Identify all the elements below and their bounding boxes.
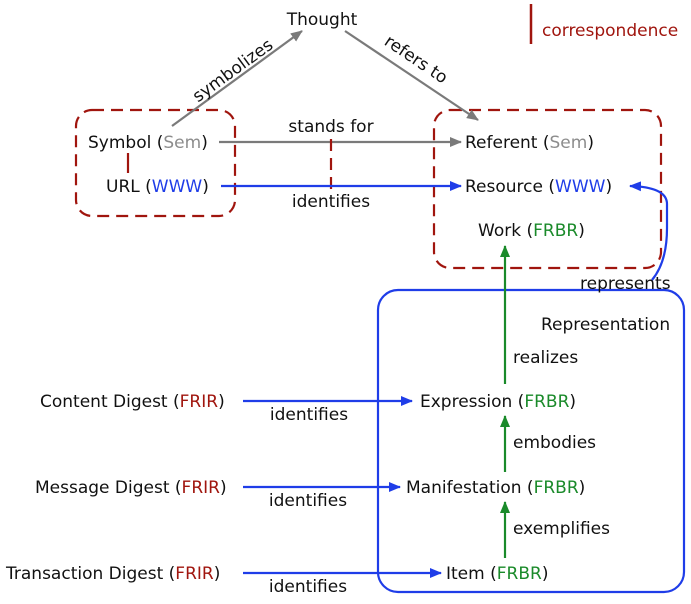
exemplifies-label: exemplifies xyxy=(513,519,610,539)
expression-node: Expression (FRBR) xyxy=(420,392,576,412)
stands-for-label: stands for xyxy=(288,117,373,137)
content-identifies-label: identifies xyxy=(270,405,348,425)
url-node: URL (WWW) xyxy=(106,177,209,197)
symbol-node: Symbol (Sem) xyxy=(88,133,208,153)
referent-node: Referent (Sem) xyxy=(465,133,594,153)
realizes-label: realizes xyxy=(513,348,578,368)
symbolizes-arrow xyxy=(171,30,303,127)
work-node: Work (FRBR) xyxy=(478,221,585,241)
refers-to-label: refers to xyxy=(380,31,451,88)
refers-to-arrow xyxy=(344,30,479,121)
transaction-digest-node: Transaction Digest (FRIR) xyxy=(5,564,220,584)
represents-label: represents xyxy=(580,274,671,294)
content-digest-node: Content Digest (FRIR) xyxy=(40,392,225,412)
embodies-label: embodies xyxy=(513,433,596,453)
symbol-url-group-box xyxy=(74,108,237,218)
transaction-identifies-label: identifies xyxy=(269,577,347,597)
url-identifies-label: identifies xyxy=(292,192,370,212)
manifestation-node: Manifestation (FRBR) xyxy=(406,478,585,498)
thought-node: Thought xyxy=(286,10,358,30)
represents-arrow xyxy=(629,181,669,281)
message-identifies-label: identifies xyxy=(269,491,347,511)
message-digest-node: Message Digest (FRIR) xyxy=(35,478,227,498)
referent-resource-work-group-box xyxy=(432,108,663,270)
symbolizes-label: symbolizes xyxy=(189,35,277,107)
item-node: Item (FRBR) xyxy=(446,564,548,584)
resource-node: Resource (WWW) xyxy=(465,177,612,197)
representation-label: Representation xyxy=(541,315,670,335)
representation-box xyxy=(376,288,686,594)
legend-correspondence-label: correspondence xyxy=(542,21,678,41)
